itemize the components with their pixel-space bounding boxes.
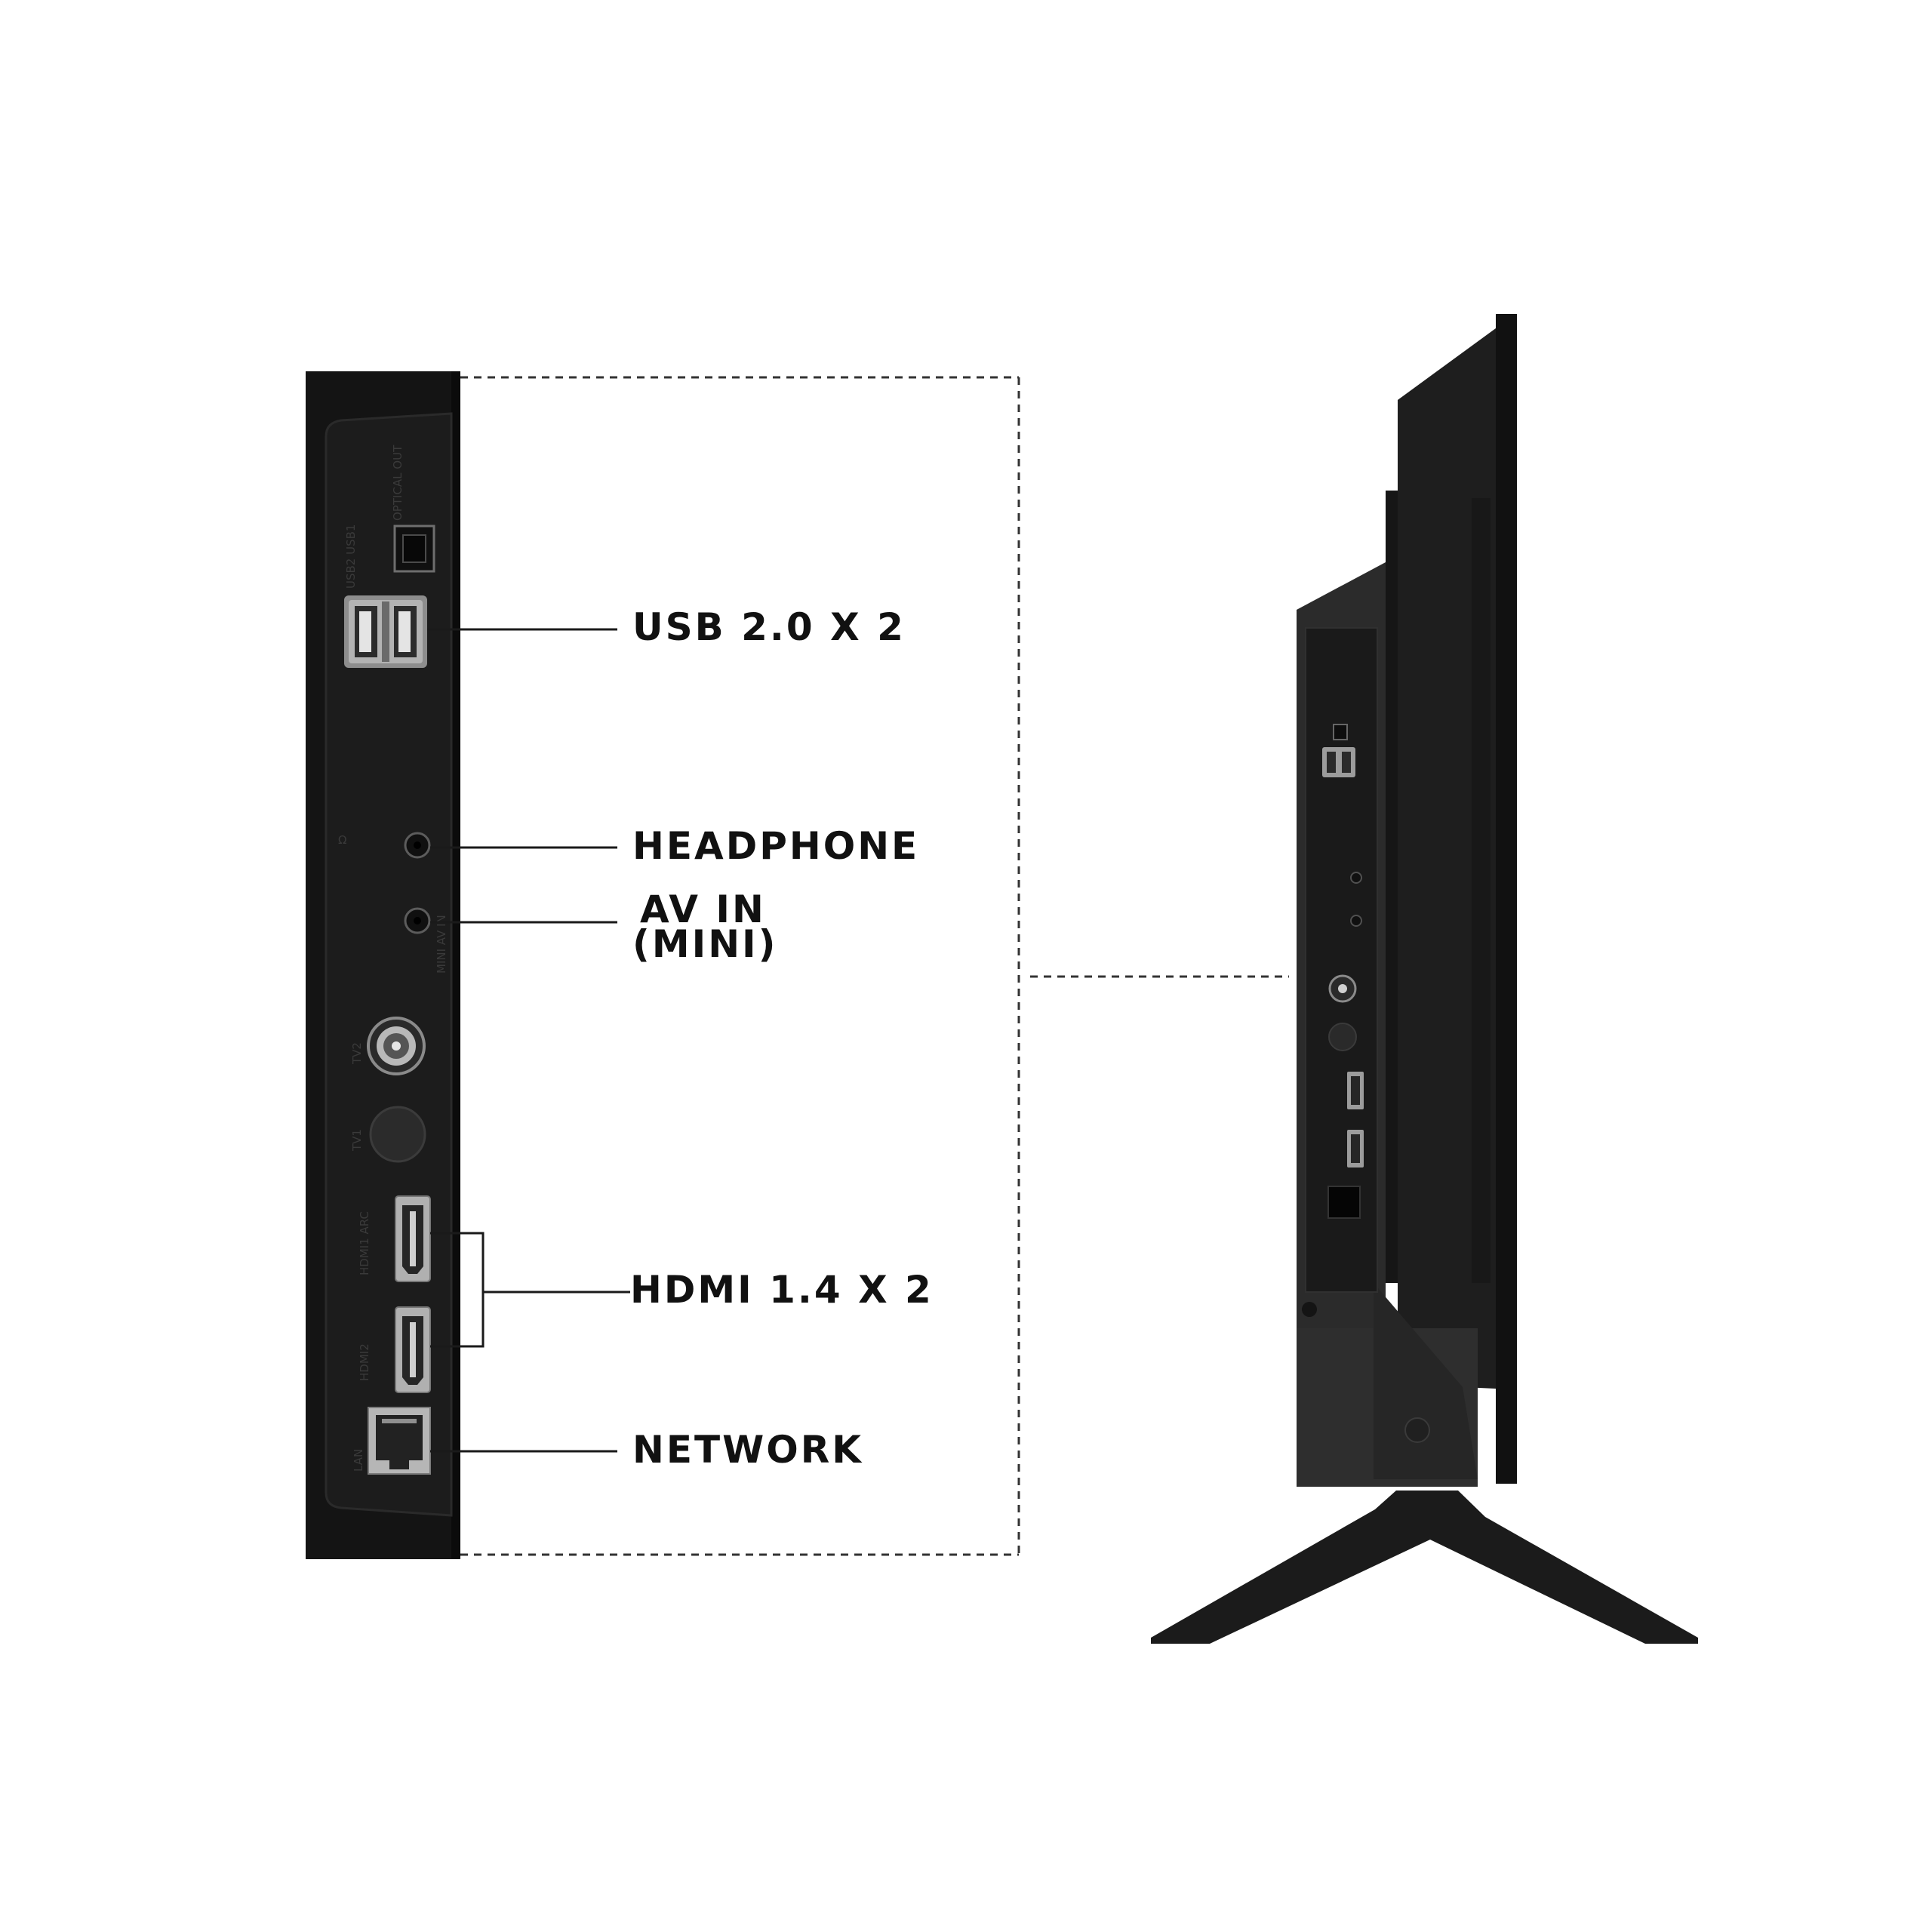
tv-front-bezel <box>1496 314 1517 1484</box>
usb-port-icon <box>344 595 427 668</box>
tv2-marking: TV2 <box>350 1042 364 1065</box>
hdmi1-marking: HDMI1 ARC <box>358 1211 371 1275</box>
mini-lan <box>1327 1186 1361 1219</box>
hdmi-bracket <box>430 1232 485 1348</box>
network-label: NETWORK <box>632 1428 864 1472</box>
headphone-label: HEADPHONE <box>632 824 920 868</box>
zoom-outline <box>460 376 1289 1556</box>
headphone-jack-icon <box>404 832 431 859</box>
av-in-marking: MINI AV IN <box>435 915 448 974</box>
port-panel: OPTICAL OUT USB2 USB1 Ω MINI AV IN <box>306 371 460 1559</box>
optical-marking: OPTICAL OUT <box>391 445 405 521</box>
tv-back-cover <box>1398 328 1496 1389</box>
hdmi-port-icon <box>395 1306 431 1393</box>
leader-lines <box>427 628 630 1453</box>
av-in-jack-icon <box>404 907 431 934</box>
coax-port-icon <box>367 1017 426 1075</box>
hdmi-port-icon <box>395 1195 431 1282</box>
ethernet-port-icon <box>368 1407 431 1475</box>
usb-marking: USB2 USB1 <box>344 525 358 589</box>
mini-screw <box>1302 1302 1317 1317</box>
tv-side-view <box>1151 314 1698 1644</box>
tv-stand <box>1151 1491 1698 1644</box>
headphone-marking: Ω <box>338 833 346 847</box>
tv1-marking: TV1 <box>350 1129 364 1152</box>
mini-optical <box>1333 724 1348 740</box>
hdmi-label: HDMI 1.4 X 2 <box>630 1268 934 1312</box>
optical-out-port <box>393 525 435 573</box>
panel-edge <box>451 371 460 1559</box>
av-in-label: AV IN (MINI) <box>632 888 778 966</box>
hdmi2-marking: HDMI2 <box>358 1343 371 1381</box>
mini-av-in <box>1350 915 1362 927</box>
mini-satellite <box>1328 1023 1357 1051</box>
lan-marking: LAN <box>352 1449 365 1472</box>
satellite-port-icon <box>369 1106 426 1163</box>
usb-label: USB 2.0 X 2 <box>632 605 906 649</box>
stand-screw <box>1404 1417 1430 1443</box>
mini-headphone <box>1350 872 1362 884</box>
